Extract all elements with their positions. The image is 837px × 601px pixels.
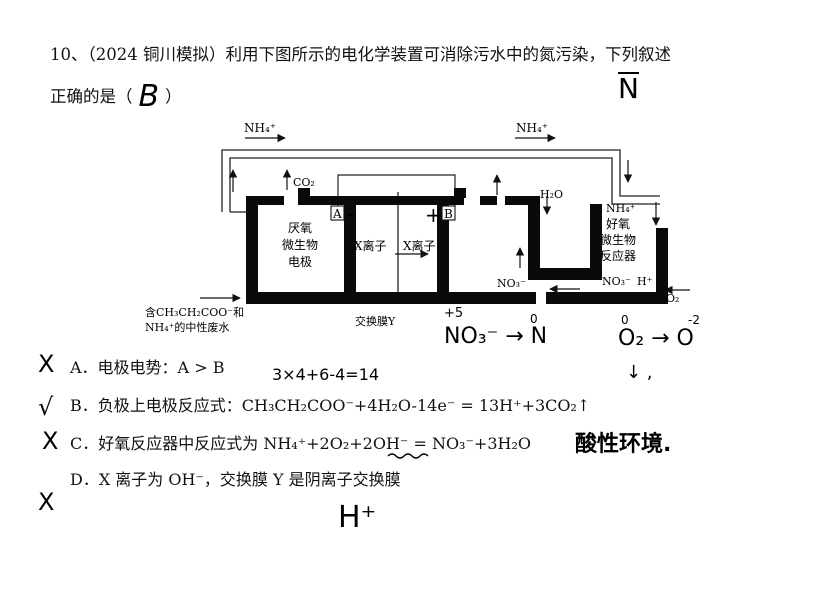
electrode-b-label: B bbox=[444, 207, 453, 221]
handwritten-o2-to-o: O₂ → O bbox=[618, 326, 694, 351]
option-a: A．电极电势：A > B bbox=[70, 358, 225, 377]
mark-a: X bbox=[38, 350, 55, 378]
aerobic-label-2: 好氧 bbox=[606, 217, 630, 231]
nh4-right-label: NH₄⁺ bbox=[516, 121, 548, 135]
aerobic-label-3: 微生物 bbox=[600, 233, 636, 247]
inlet-label-1: 含CH₃CH₂COO⁻和 bbox=[145, 305, 244, 319]
handwritten-zero-n: 0 bbox=[530, 312, 538, 326]
question-prefix: 正确的是（ bbox=[50, 87, 133, 106]
mark-d: X bbox=[38, 488, 55, 516]
question-line-2: 正确的是（ B ） bbox=[50, 82, 182, 112]
anaerobic-label-2: 微生物 bbox=[282, 238, 318, 252]
aerobic-label-1: NH₄⁺ bbox=[606, 202, 636, 215]
handwritten-answer: B bbox=[138, 79, 160, 114]
inlet-label-2: NH₄⁺的中性废水 bbox=[145, 320, 229, 334]
handwritten-no3-to-n: NO₃⁻ → N bbox=[444, 324, 548, 349]
h2o-label: H₂O bbox=[540, 188, 563, 201]
aerobic-label-4: 反应器 bbox=[600, 248, 636, 263]
mark-b: √ bbox=[38, 393, 54, 421]
handwritten-minus: - bbox=[347, 202, 355, 227]
handwritten-plus: + bbox=[425, 203, 442, 227]
handwritten-minus2: -2 bbox=[688, 313, 700, 327]
handwritten-arrow-down: ↓ , bbox=[626, 362, 653, 383]
x-ion-right-label: X离子 bbox=[403, 238, 436, 253]
anaerobic-label-1: 厌氧 bbox=[288, 221, 312, 235]
handwritten-h-plus: H⁺ bbox=[338, 500, 377, 535]
handwritten-acid-env: 酸性环境. bbox=[575, 432, 672, 457]
o2-label: O₂ bbox=[666, 292, 679, 305]
handwritten-plus5: +5 bbox=[444, 306, 464, 321]
electrode-a-label: A bbox=[332, 207, 342, 221]
handwritten-zero-o: 0 bbox=[621, 313, 629, 327]
membrane-label: 交换膜Y bbox=[355, 314, 396, 328]
option-c: C．好氧反应器中反应式为 NH₄⁺+2O₂+2OH⁻ = NO₃⁻+3H₂O bbox=[70, 434, 531, 453]
question-suffix: ） bbox=[165, 87, 182, 106]
question-line-1: 10、（2024 铜川模拟）利用下图所示的电化学装置可消除污水中的氮污染，下列叙… bbox=[50, 45, 671, 64]
no3-right-label: NO₃⁻ bbox=[602, 275, 631, 288]
co2-label: CO₂ bbox=[293, 176, 315, 189]
option-d: D．X 离子为 OH⁻，交换膜 Y 是阴离子交换膜 bbox=[70, 470, 401, 489]
no3-mid-label: NO₃⁻ bbox=[497, 277, 526, 290]
option-b: B．负极上电极反应式：CH₃CH₂COO⁻+4H₂O-14e⁻ = 13H⁺+3… bbox=[70, 396, 591, 415]
h-plus-label: H⁺ bbox=[637, 275, 653, 288]
nh4-left-label: NH₄⁺ bbox=[244, 121, 276, 135]
handwritten-n-bar: N bbox=[618, 72, 639, 105]
anaerobic-label-3: 电极 bbox=[288, 255, 312, 269]
mark-c: X bbox=[42, 427, 59, 455]
x-ion-left-label: X离子 bbox=[354, 238, 387, 253]
handwritten-calc: 3×4+6-4=14 bbox=[272, 365, 380, 384]
